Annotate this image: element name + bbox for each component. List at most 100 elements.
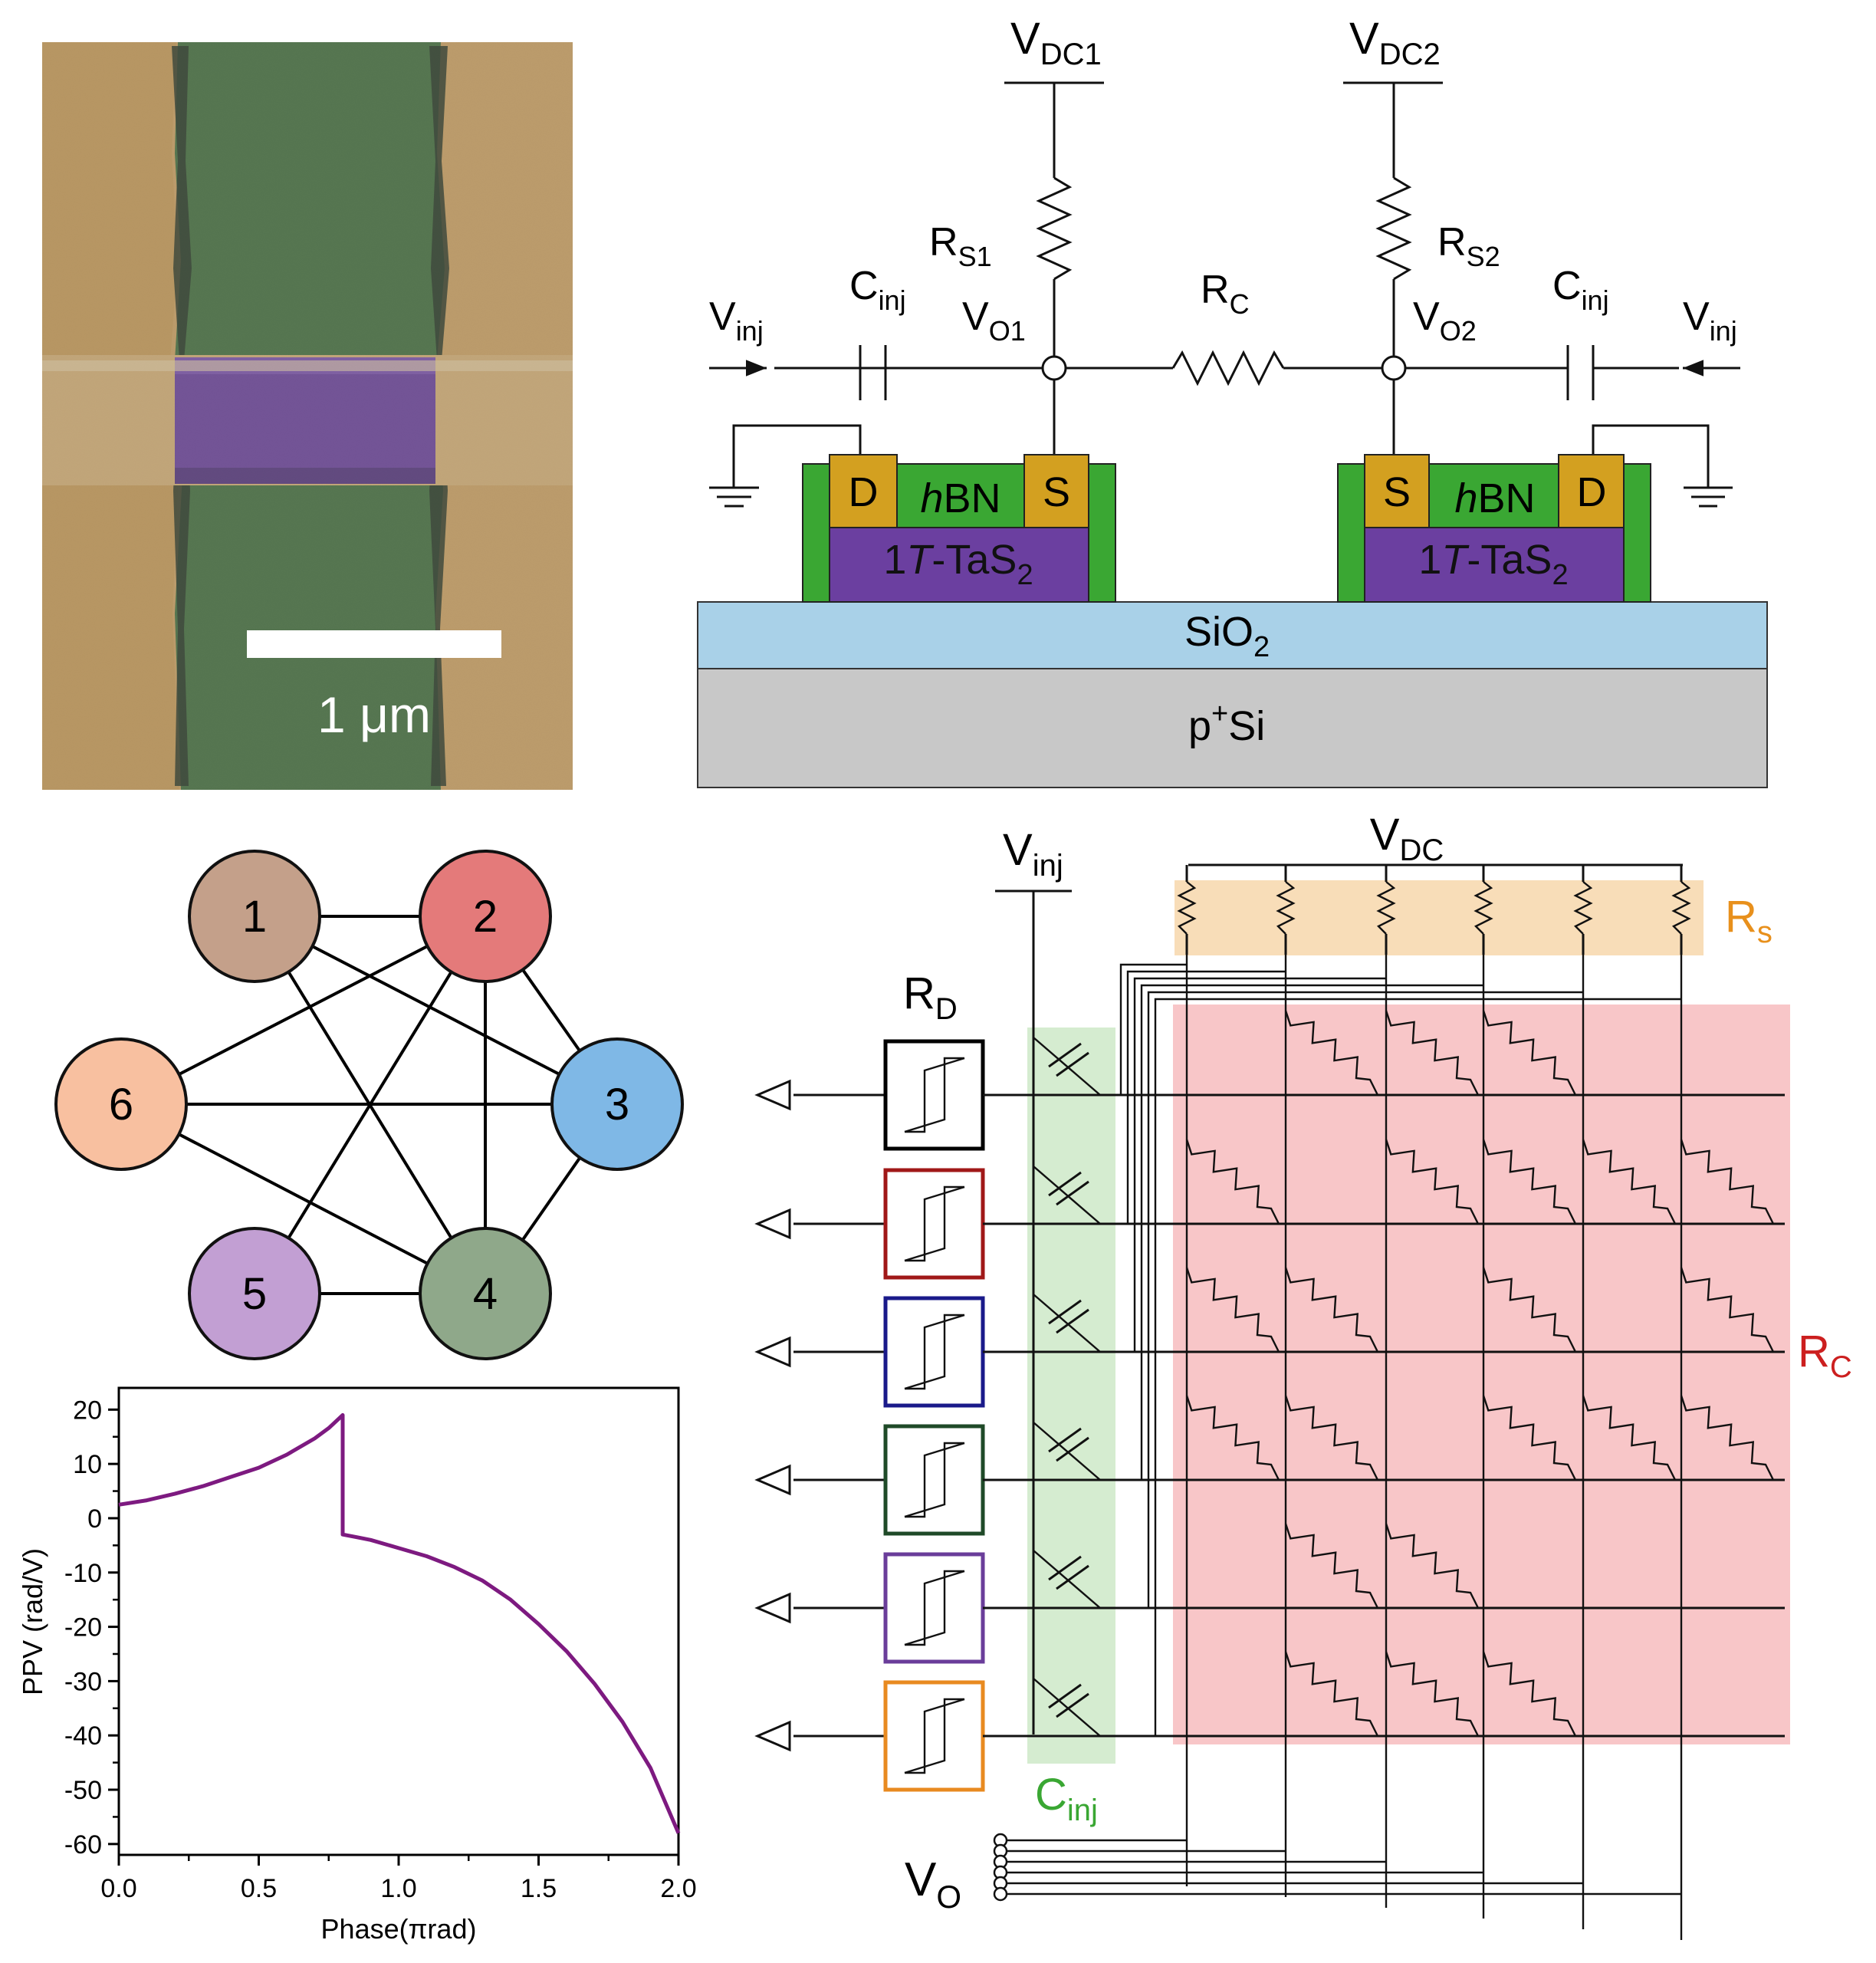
graph-node-4: [419, 1227, 552, 1360]
x-tick-label: 0.0: [100, 1874, 136, 1903]
label-tas2-right: 1T-TaS2: [1418, 537, 1568, 591]
crossbar-wires: [754, 863, 1785, 1940]
label-vdc2: VDC2: [1349, 14, 1441, 71]
resistor-rs1: [1036, 176, 1073, 281]
label-drain-left: D: [849, 469, 879, 515]
ground-left-icon: [709, 486, 759, 508]
rs-resistor-2: [1276, 881, 1296, 935]
label-vdc: VDC: [1370, 810, 1444, 867]
y-tick-label: -10: [64, 1559, 102, 1588]
cinj-capacitor-4: [1048, 1427, 1082, 1453]
y-tick-label: -20: [64, 1613, 102, 1642]
output-arrow-1: [754, 1079, 791, 1111]
graph-node-label: 3: [605, 1080, 629, 1129]
x-tick-label: 0.5: [241, 1874, 277, 1903]
label-vo2: VO2: [1413, 294, 1477, 347]
output-arrow-3: [754, 1336, 791, 1368]
y-tick-label: -50: [64, 1776, 102, 1805]
rc-resistor-1-3: [1385, 1010, 1480, 1096]
label-vdc1: VDC1: [1010, 14, 1102, 71]
y-tick-label: 20: [73, 1396, 102, 1425]
chart-frame: [117, 1386, 680, 1856]
output-arrow-6: [754, 1720, 791, 1752]
rs-resistor-6: [1671, 881, 1691, 935]
ground-right-icon: [1684, 486, 1733, 508]
rc-resistor-3-1: [1185, 1267, 1280, 1353]
label-rs: Rs: [1725, 892, 1773, 949]
scale-bar-label: 1 μm: [317, 686, 431, 743]
rc-resistor-4-5: [1582, 1395, 1677, 1481]
rd-hysteresis-1: [883, 1039, 985, 1151]
label-rc: RC: [1201, 268, 1250, 320]
graph-node-label: 6: [109, 1080, 133, 1129]
rc-resistor-4-1: [1185, 1395, 1280, 1481]
rs-resistor-5: [1573, 881, 1593, 935]
ppv-series-line: [118, 1412, 681, 1834]
output-arrow-4: [754, 1464, 791, 1496]
label-rd: RD: [903, 968, 958, 1026]
drain-right: [1558, 454, 1625, 528]
label-source-left: S: [1043, 469, 1070, 515]
graph-node-5: [188, 1227, 321, 1360]
output-arrow-5: [754, 1592, 791, 1624]
label-si: p+Si: [1188, 698, 1265, 749]
rd-hysteresis-6: [883, 1680, 985, 1792]
chart-ylabel: PPV (rad/V): [17, 1548, 48, 1695]
tas2-left: [829, 527, 1089, 603]
label-cinj-left: Cinj: [849, 264, 906, 316]
graph-node-label: 2: [473, 892, 498, 942]
y-tick-label: -60: [64, 1830, 102, 1859]
node-vo1: [1041, 355, 1067, 381]
sem-grain-overlay: [42, 42, 573, 790]
label-drain-right: D: [1577, 469, 1607, 515]
graph-node-6: [54, 1037, 188, 1171]
rc-resistor-4-4: [1482, 1395, 1577, 1481]
rc-resistor-4-6: [1680, 1395, 1775, 1481]
cinj-capacitor-2: [1048, 1171, 1082, 1197]
graph-node-2: [419, 850, 552, 983]
rc-resistor-2-3: [1385, 1139, 1480, 1225]
chart-xlabel: Phase(πrad): [321, 1913, 477, 1945]
y-tick-label: -40: [64, 1721, 102, 1751]
cinj-capacitor-5: [1048, 1555, 1082, 1581]
rc-resistor-2-4: [1482, 1139, 1577, 1225]
rc-resistor-1-2: [1284, 1010, 1379, 1096]
label-rs1: RS1: [929, 220, 992, 272]
rs-resistor-4: [1474, 881, 1493, 935]
graph-edge-1-3: [254, 915, 618, 1106]
source-right: [1364, 454, 1430, 528]
resistor-rs2: [1375, 176, 1412, 281]
label-cinj: Cinj: [1035, 1770, 1098, 1827]
rs-band: [1175, 880, 1704, 955]
label-vo1: VO1: [962, 294, 1026, 347]
cinj-capacitor-1: [1048, 1042, 1082, 1068]
drain-left: [829, 454, 898, 528]
crossbar-circuit-panel: VDC Vinj Rs RD RC Cinj VO: [754, 810, 1852, 1940]
label-vo: VO: [905, 1853, 961, 1915]
rc-area: [1173, 1005, 1790, 1744]
label-vinj: Vinj: [1003, 825, 1063, 883]
rc-resistor-3-4: [1482, 1267, 1577, 1353]
label-rc-crossbar: RC: [1798, 1327, 1852, 1384]
rd-hysteresis-4: [883, 1424, 985, 1536]
sio2-layer: [697, 601, 1768, 669]
output-arrow-2: [754, 1208, 791, 1240]
rc-resistor-6-4: [1482, 1651, 1577, 1737]
rc-resistor-4-2: [1284, 1395, 1379, 1481]
label-tas2-left: 1T-TaS2: [883, 537, 1033, 591]
resistor-rc: [1171, 350, 1285, 386]
graph-edge-2-6: [120, 915, 486, 1106]
rd-hysteresis-3: [883, 1296, 985, 1408]
graph-node-label: 4: [473, 1269, 498, 1319]
y-tick-label: 0: [87, 1504, 102, 1534]
graph-node-label: 5: [242, 1269, 267, 1319]
cinj-capacitor-3: [1048, 1299, 1082, 1325]
graph-edge-4-6: [120, 1103, 486, 1295]
rc-resistor-2-6: [1680, 1139, 1775, 1225]
rs-resistor-1: [1177, 881, 1197, 935]
source-left: [1023, 454, 1089, 528]
